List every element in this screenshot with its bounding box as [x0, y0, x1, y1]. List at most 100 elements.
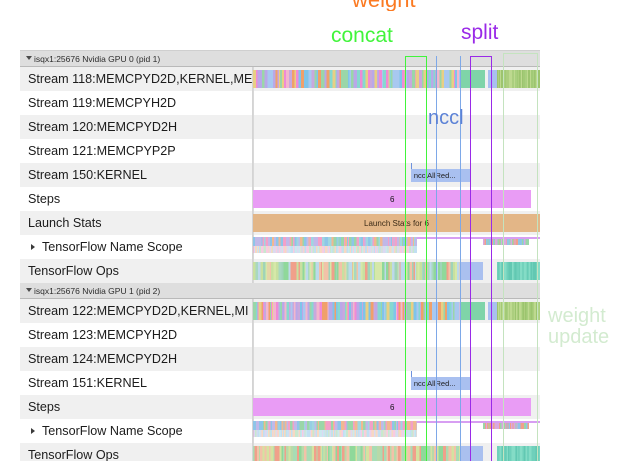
chevron-down-icon[interactable]	[26, 288, 32, 292]
row-label-text: Stream 121:MEMCPYP2P	[28, 144, 176, 158]
timeline-row[interactable]: Stream 151:KERNEL ncclAllRed...	[20, 371, 540, 395]
nccl-allreduce-block-label: ncclAllRed...	[413, 171, 456, 180]
timeline-row[interactable]: Launch Stats Launch Stats for 6	[20, 211, 540, 235]
chevron-right-icon[interactable]	[31, 428, 35, 434]
group-header-label: isqx1:25676 Nvidia GPU 1 (pid 2)	[34, 285, 161, 296]
ops-activity-bar	[253, 446, 460, 461]
ops-concat-block	[459, 262, 483, 280]
row-label-stream-119-memcpyh2d[interactable]: Stream 119:MEMCPYH2D	[20, 91, 253, 115]
group-header-gpu-0[interactable]: isqx1:25676 Nvidia GPU 0 (pid 1)	[20, 51, 540, 67]
row-label-text: Launch Stats	[28, 216, 102, 230]
chevron-right-icon[interactable]	[31, 244, 35, 250]
timeline-track[interactable]	[253, 299, 540, 323]
annotation-concat-label: concat	[331, 24, 393, 47]
timeline-track[interactable]: 6	[253, 395, 540, 419]
ops-weight-update-block	[496, 262, 540, 280]
timeline-row[interactable]: Stream 122:MEMCPYD2D,KERNEL,MI	[20, 299, 540, 323]
row-label-text: Stream 150:KERNEL	[28, 168, 147, 182]
chevron-down-icon[interactable]	[26, 56, 32, 60]
row-label-tensorflow-name-scope[interactable]: TensorFlow Name Scope	[20, 235, 253, 259]
row-label-text: Stream 119:MEMCPYH2D	[28, 96, 177, 110]
steps-band[interactable]: 6	[253, 398, 532, 416]
row-label-launch-stats[interactable]: Launch Stats	[20, 211, 253, 235]
namescope-activity-sub-bar	[253, 246, 417, 253]
row-label-stream-151-kernel[interactable]: Stream 151:KERNEL	[20, 371, 253, 395]
timeline-row[interactable]: Stream 124:MEMCPYD2H	[20, 347, 540, 371]
row-label-text: Stream 118:MEMCPYD2D,KERNEL,ME	[28, 72, 253, 86]
annotation-weight-update-line2: update	[548, 326, 610, 348]
timeline-track[interactable]	[253, 419, 540, 443]
row-label-stream-124-memcpyd2h[interactable]: Stream 124:MEMCPYD2H	[20, 347, 253, 371]
row-label-text: Steps	[28, 192, 61, 206]
launch-stats-band[interactable]: Launch Stats for 6	[253, 214, 540, 232]
row-label-stream-120-memcpyd2h[interactable]: Stream 120:MEMCPYD2H	[20, 115, 253, 139]
stream-activity-green-tail	[496, 70, 540, 88]
row-label-stream-118-memcpyd2d-kernel-me[interactable]: Stream 118:MEMCPYD2D,KERNEL,ME	[20, 67, 253, 91]
timeline-row[interactable]: Stream 120:MEMCPYD2H	[20, 115, 540, 139]
steps-band[interactable]: 6	[253, 190, 532, 208]
annotation-weight-update-label: weight update	[548, 306, 609, 348]
timeline-row[interactable]: Stream 118:MEMCPYD2D,KERNEL,ME	[20, 67, 540, 91]
group-header-gpu-1[interactable]: isqx1:25676 Nvidia GPU 1 (pid 2)	[20, 283, 540, 299]
timeline-track[interactable]	[253, 259, 540, 283]
timeline-track[interactable]	[253, 91, 540, 115]
row-label-stream-122-memcpyd2d-kernel-mi[interactable]: Stream 122:MEMCPYD2D,KERNEL,MI	[20, 299, 253, 323]
annotation-split-label: split	[461, 21, 499, 44]
steps-band-label: 6	[389, 402, 395, 412]
timeline-track[interactable]: Launch Stats for 6	[253, 211, 540, 235]
row-label-text: Stream 151:KERNEL	[28, 376, 147, 390]
stream-activity-bar	[253, 70, 460, 88]
row-label-steps[interactable]: Steps	[20, 187, 253, 211]
row-label-text: Stream 123:MEMCPYH2D	[28, 328, 178, 342]
row-label-stream-121-memcpyp2p[interactable]: Stream 121:MEMCPYP2P	[20, 139, 253, 163]
timeline-track[interactable]	[253, 115, 540, 139]
timeline-track[interactable]: ncclAllRed...	[253, 163, 540, 187]
annotation-nccl-label: nccl	[428, 107, 464, 129]
timeline-track[interactable]	[253, 67, 540, 91]
row-label-tensorflow-ops[interactable]: TensorFlow Ops	[20, 443, 253, 461]
row-label-text: TensorFlow Name Scope	[42, 424, 183, 438]
timeline-track[interactable]: ncclAllRed...	[253, 371, 540, 395]
timeline-row[interactable]: Steps 6	[20, 187, 540, 211]
timeline-row[interactable]: Stream 150:KERNEL ncclAllRed...	[20, 163, 540, 187]
timeline-row[interactable]: TensorFlow Name Scope	[20, 419, 540, 443]
nccl-allreduce-block[interactable]: ncclAllRed...	[410, 169, 472, 182]
nccl-allreduce-block-label: ncclAllRed...	[413, 379, 456, 388]
row-label-tensorflow-name-scope[interactable]: TensorFlow Name Scope	[20, 419, 253, 443]
timeline-row[interactable]: TensorFlow Ops	[20, 259, 540, 283]
timeline-row[interactable]: TensorFlow Name Scope	[20, 235, 540, 259]
namescope-activity-bar	[253, 237, 417, 246]
timeline-row[interactable]: TensorFlow Ops	[20, 443, 540, 461]
timeline-track[interactable]	[253, 235, 540, 259]
annotation-clipped-top: weight	[352, 0, 416, 11]
timeline-row[interactable]: Stream 119:MEMCPYH2D	[20, 91, 540, 115]
timeline-row[interactable]: Stream 121:MEMCPYP2P	[20, 139, 540, 163]
timeline-track[interactable]	[253, 347, 540, 371]
launch-stats-band-label: Launch Stats for 6	[364, 218, 429, 228]
row-label-steps[interactable]: Steps	[20, 395, 253, 419]
row-label-text: TensorFlow Ops	[28, 448, 119, 461]
row-label-stream-123-memcpyh2d[interactable]: Stream 123:MEMCPYH2D	[20, 323, 253, 347]
row-label-text: Stream 120:MEMCPYD2H	[28, 120, 178, 134]
timeline-track[interactable]	[253, 443, 540, 461]
timeline-track[interactable]: 6	[253, 187, 540, 211]
timeline-row[interactable]: Stream 123:MEMCPYH2D	[20, 323, 540, 347]
stream-activity-bar	[253, 302, 460, 320]
timeline-track[interactable]	[253, 323, 540, 347]
row-label-tensorflow-ops[interactable]: TensorFlow Ops	[20, 259, 253, 283]
nccl-allreduce-block[interactable]: ncclAllRed...	[410, 377, 472, 390]
group-header-label: isqx1:25676 Nvidia GPU 0 (pid 1)	[34, 53, 161, 64]
stream-concat-block	[459, 302, 486, 320]
timeline-row[interactable]: Steps 6	[20, 395, 540, 419]
row-label-text: Stream 122:MEMCPYD2D,KERNEL,MI	[28, 304, 249, 318]
timeline-track[interactable]	[253, 139, 540, 163]
stream-activity-green-tail	[496, 302, 540, 320]
row-label-stream-150-kernel[interactable]: Stream 150:KERNEL	[20, 163, 253, 187]
ops-activity-bar	[253, 262, 460, 280]
trace-timeline-viewer[interactable]: isqx1:25676 Nvidia GPU 0 (pid 1) Stream 1…	[20, 50, 540, 461]
row-label-text: Steps	[28, 400, 61, 414]
namescope-activity-sub-bar	[253, 430, 417, 437]
row-label-text: Stream 124:MEMCPYD2H	[28, 352, 178, 366]
timeline-rows-container: isqx1:25676 Nvidia GPU 0 (pid 1) Stream 1…	[20, 51, 540, 461]
